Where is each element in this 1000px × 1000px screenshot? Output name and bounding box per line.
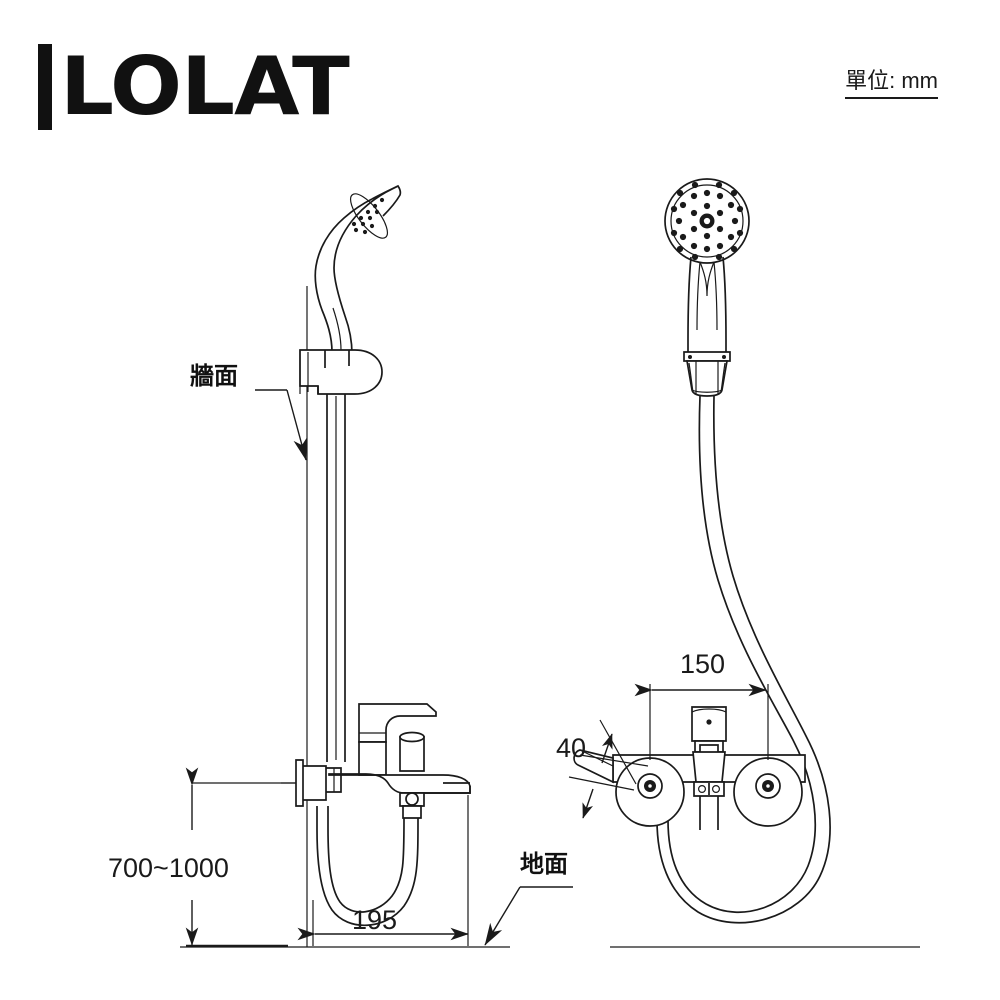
dimension-label-height: 700~1000 (108, 853, 229, 883)
side-view-group (180, 184, 573, 948)
mixer-body-front (573, 706, 806, 830)
brand-name: LOLAT (60, 40, 350, 133)
hose-front (656, 395, 831, 924)
mixer-body-side (281, 703, 471, 819)
dimension-label-projection: 195 (352, 905, 398, 935)
hand-shower-side (314, 184, 402, 366)
leader-wall (255, 389, 308, 461)
unit-note: 單位: mm (845, 68, 938, 99)
annotation-label-wall: 牆面 (190, 363, 238, 390)
brand-accent-bar (38, 44, 52, 130)
dimension-label-escutcheon: 40 (556, 733, 587, 763)
riser-tube-side (326, 394, 346, 762)
shower-bracket-side (299, 349, 383, 395)
shower-bracket-front (683, 351, 731, 397)
front-view-group (568, 178, 920, 948)
dimension-label-centre-spread: 150 (680, 649, 726, 679)
annotation-label-floor: 地面 (520, 851, 568, 878)
dimension-centre-spread (634, 683, 769, 760)
hand-shower-handle-front (687, 256, 727, 352)
dimension-projection (297, 795, 469, 946)
hand-shower-front (664, 178, 750, 264)
dimension-escutcheon (568, 719, 649, 819)
brand-logo: LOLAT (38, 44, 350, 130)
hose-side (316, 806, 419, 927)
dimension-height (185, 767, 296, 948)
leader-floor (484, 886, 573, 946)
